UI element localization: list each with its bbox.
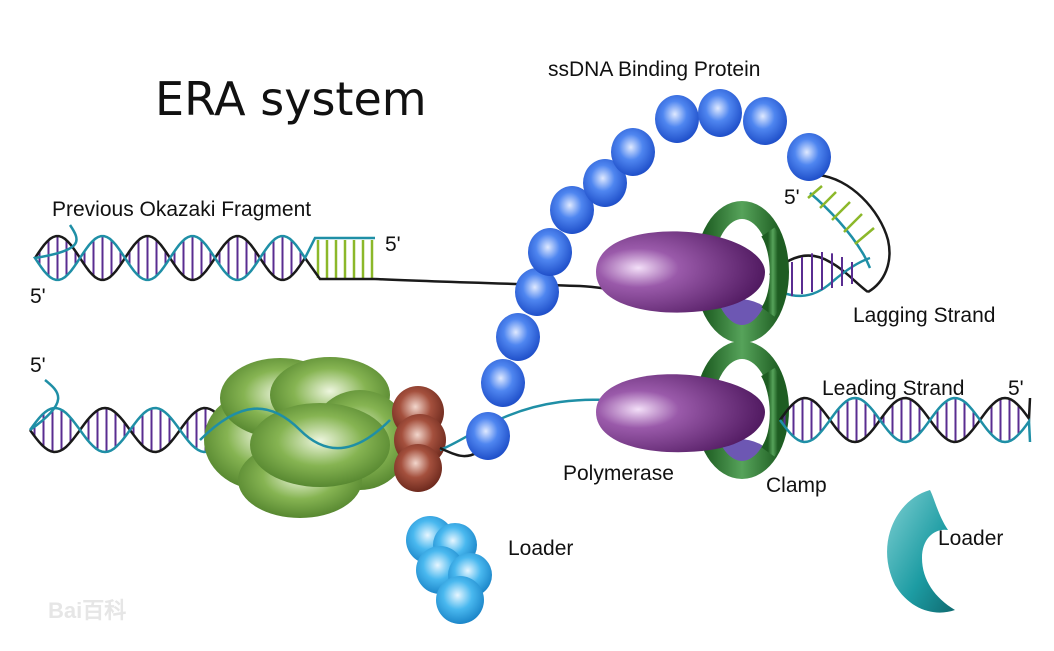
ssb-bead	[528, 228, 572, 276]
loader-label-blue: Loader	[508, 537, 573, 560]
leading-clamp-front	[760, 367, 786, 457]
okazaki-fragment-strand	[32, 224, 375, 282]
loop-template-upper	[817, 173, 891, 294]
ssb-bead	[481, 359, 525, 407]
ssb-bead	[496, 313, 540, 361]
leading-polymerase-complex	[596, 341, 789, 479]
ssb-bead	[515, 268, 559, 316]
five-prime-label-fragment: 5'	[385, 233, 401, 256]
lagging-polymerase-complex	[596, 201, 789, 343]
polymerase-label: Polymerase	[563, 462, 674, 485]
previous-okazaki-fragment-label: Previous Okazaki Fragment	[52, 198, 311, 221]
leading-new-strand	[778, 396, 1032, 444]
five-prime-label-lagging-left: 5'	[30, 285, 46, 308]
five-prime-label-leading-left: 5'	[30, 354, 46, 377]
helicase	[204, 357, 410, 518]
ssdna-binding-protein-label: ssDNA Binding Protein	[548, 58, 760, 81]
ssb-bead	[611, 128, 655, 176]
lagging-strand-label: Lagging Strand	[853, 304, 995, 327]
primer-base-pair	[831, 201, 851, 221]
parental-teal-strand	[28, 379, 236, 454]
loop-primer-strand	[809, 192, 872, 269]
page-title: ERA system	[155, 72, 427, 126]
parental-black-strand	[28, 406, 236, 454]
ssb-bead	[583, 159, 627, 207]
loop-base-pairs	[791, 252, 853, 296]
primase	[392, 386, 446, 492]
ssb-bead	[466, 412, 510, 460]
primer-base-pair	[854, 227, 875, 245]
leading-polymerase	[596, 374, 765, 453]
lagging-clamp-front	[761, 227, 786, 317]
strand-through-helicase	[199, 407, 391, 450]
clamp-label: Clamp	[766, 474, 827, 497]
primer-base-pair	[843, 213, 863, 233]
leading-strand-dna	[778, 396, 1032, 444]
lagging-strand-dna	[32, 224, 621, 292]
leading-base-pairs	[783, 398, 1020, 442]
primer-base-pair	[819, 191, 837, 209]
ssb-bead	[655, 95, 699, 143]
loader-label-teal: Loader	[938, 527, 1003, 550]
ssb-bead	[698, 89, 742, 137]
primer-base-pair	[807, 185, 823, 199]
ssb-bead	[787, 133, 831, 181]
leading-strand-label: Leading Strand	[822, 377, 964, 400]
teal-loader	[887, 490, 955, 613]
okazaki-primer-rungs	[316, 240, 374, 278]
blue-loader	[406, 516, 492, 624]
lagging-template-strand	[33, 234, 375, 282]
ssdna-binding-proteins	[466, 89, 831, 460]
ssb-bead	[550, 186, 594, 234]
five-prime-label-leading-right: 5'	[1008, 377, 1024, 400]
watermark-logo: Bai百科	[48, 598, 126, 623]
leading-template-strand	[778, 396, 1032, 444]
lagging-template-to-polymerase	[374, 277, 621, 292]
ssb-bead	[743, 97, 787, 145]
parental-duplex-dna	[28, 379, 236, 454]
lagging-base-pairs	[38, 236, 302, 280]
loop-primer-rungs	[807, 185, 875, 245]
lagging-polymerase	[596, 231, 765, 313]
five-prime-label-lagging-primer: 5'	[784, 186, 800, 209]
